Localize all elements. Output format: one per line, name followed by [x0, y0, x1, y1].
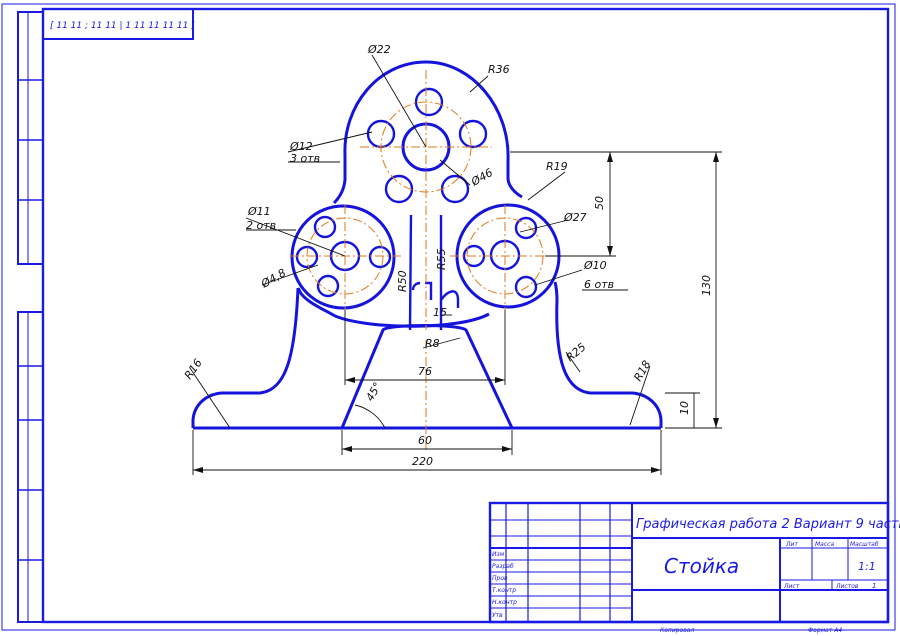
dim-d12: Ø12 [289, 140, 313, 153]
dim-r16: R16 [182, 357, 205, 382]
dim-d10: Ø10 [583, 259, 607, 272]
sheet-value: 1 [872, 582, 876, 590]
dim-r18: R18 [631, 358, 653, 383]
row-label-5: Утв [492, 612, 503, 619]
dim-60: 60 [418, 434, 432, 447]
dim-r50: R50 [396, 270, 409, 292]
dim-r25: R25 [564, 340, 589, 364]
row-label-2: Пров [492, 575, 508, 582]
dim-d11-count: 2 отв [246, 219, 276, 232]
col-sheet: Лист [783, 583, 800, 590]
centerlines [290, 70, 562, 450]
copied-label: Копировал [660, 627, 694, 634]
col-scale: Масштаб [850, 541, 879, 548]
dim-10: 10 [678, 401, 691, 415]
dim-r8: R8 [425, 337, 440, 350]
dim-d11: Ø11 [247, 205, 271, 218]
dim-50: 50 [593, 196, 606, 210]
dim-d12-count: 3 отв [290, 152, 320, 165]
scale-value: 1:1 [858, 560, 876, 573]
format-label: Формат А4 [808, 627, 842, 634]
work-title: Графическая работа 2 Вариант 9 часть 2 [636, 517, 900, 532]
outer-frame [1, 3, 896, 631]
dimension-texts: Ø22 R36 Ø12 3 отв Ø46 R19 Ø11 2 отв Ø27 … [182, 43, 713, 468]
dimension-lines [189, 54, 722, 475]
title-block: Графическая работа 2 Вариант 9 часть 2 С… [488, 501, 900, 624]
row-label-4: Н.контр [492, 599, 517, 606]
dim-r55: R55 [435, 248, 448, 270]
col-mass: Масса [815, 541, 834, 548]
part-name: Стойка [664, 554, 739, 578]
left-margin-strips [17, 11, 44, 623]
dim-d22: Ø22 [367, 43, 391, 56]
dim-d46: Ø46 [468, 166, 495, 189]
dim-d27: Ø27 [563, 211, 587, 224]
row-label-0: Изм [492, 551, 505, 558]
dim-220: 220 [412, 455, 433, 468]
dim-d48: Ø4,8 [258, 266, 288, 291]
left-lobe [290, 204, 396, 310]
dim-d10-count: 6 отв [584, 278, 614, 291]
row-label-3: Т.контр [492, 587, 516, 594]
dim-76: 76 [418, 365, 432, 378]
col-sheets: Листов [835, 583, 859, 590]
dim-130: 130 [700, 275, 713, 296]
dim-angle: 45° [363, 380, 384, 403]
corner-stamp: [ 11 11 ; 11 11 | 1 11 11 11 11 ] [42, 8, 195, 40]
row-label-1: Разраб [492, 563, 514, 570]
dim-15: 15 [433, 306, 447, 319]
dim-r36: R36 [488, 63, 510, 76]
corner-stamp-text: [ 11 11 ; 11 11 | 1 11 11 11 11 ] [50, 21, 195, 31]
col-lit: Лит [785, 541, 798, 548]
dim-r19: R19 [546, 160, 568, 173]
